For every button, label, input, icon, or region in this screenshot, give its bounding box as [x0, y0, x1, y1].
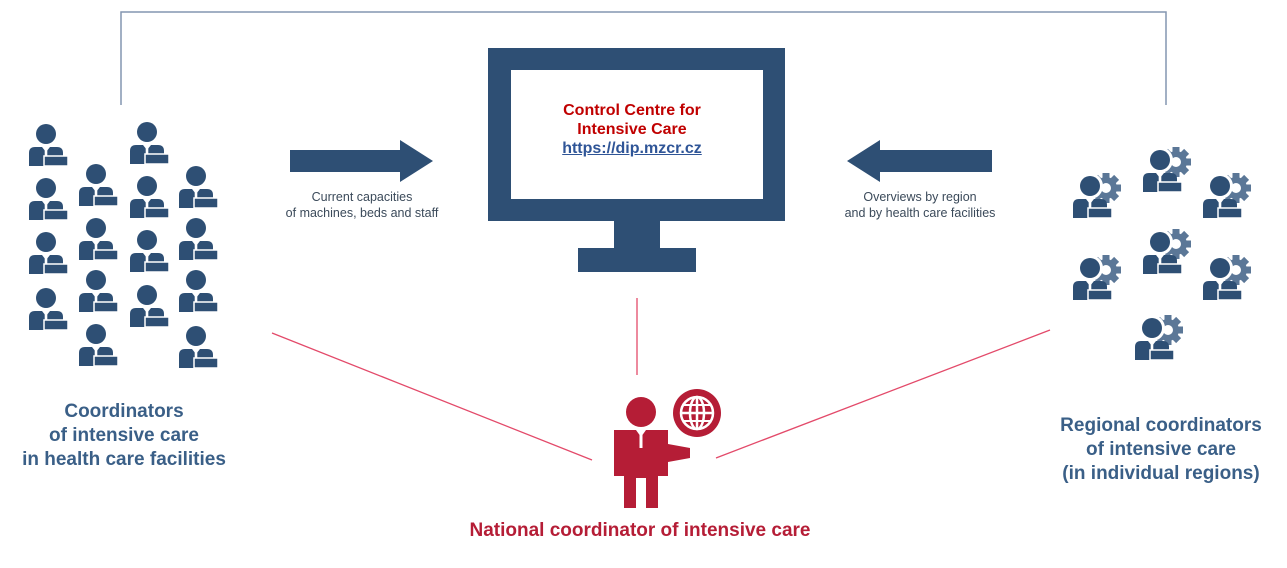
- regional-coordinators-line3: (in individual regions): [1062, 463, 1260, 484]
- person-gear-icon: [1073, 173, 1121, 218]
- person-icon: [129, 229, 170, 273]
- facility-coordinators-label: Coordinators of intensive care in health…: [0, 400, 248, 472]
- person-icon: [129, 175, 170, 219]
- person-icon: [178, 217, 219, 261]
- regional-coordinators-icons: [1073, 147, 1251, 360]
- control-centre-title-line2: Intensive Care: [577, 121, 687, 138]
- regional-coordinators-label: Regional coordinators of intensive care …: [1040, 414, 1282, 486]
- person-icon: [178, 325, 219, 369]
- connector-left-national: [271, 332, 593, 461]
- person-icon: [78, 217, 119, 261]
- person-icon: [78, 323, 119, 367]
- control-centre-title-line1: Control Centre for: [563, 102, 701, 119]
- globe-icon: [673, 389, 721, 437]
- person-gear-icon: [1203, 173, 1251, 218]
- monitor-screen-text: Control Centre for Intensive Care https:…: [512, 101, 752, 158]
- left-arrow-label: Current capacities of machines, beds and…: [262, 189, 462, 221]
- person-icon: [78, 163, 119, 207]
- person-icon: [129, 121, 170, 165]
- national-coordinator-label: National coordinator of intensive care: [469, 520, 811, 541]
- person-gear-icon: [1143, 229, 1191, 274]
- left-arrow-label-line2: of machines, beds and staff: [285, 206, 439, 220]
- top-connector-line: [120, 11, 1167, 105]
- facility-coordinators-line3: in health care facilities: [22, 449, 226, 470]
- person-icon: [78, 269, 119, 313]
- person-gear-icon: [1073, 255, 1121, 300]
- person-icon: [28, 231, 69, 275]
- connector-right-national: [715, 329, 1051, 459]
- facility-coordinators-line2: of intensive care: [49, 425, 199, 446]
- person-icon: [129, 284, 170, 328]
- person-icon: [28, 177, 69, 221]
- person-gear-icon: [1143, 147, 1191, 192]
- control-centre-url-link[interactable]: https://dip.mzcr.cz: [562, 140, 702, 157]
- person-globe-icon: [614, 389, 721, 508]
- arrow-left-icon: [847, 140, 992, 182]
- facility-coordinators-line1: Coordinators: [64, 401, 184, 422]
- right-arrow-label: Overviews by region and by health care f…: [820, 189, 1020, 221]
- person-gear-icon: [1203, 255, 1251, 300]
- person-icon: [178, 269, 219, 313]
- person-icon: [178, 165, 219, 209]
- right-arrow-label-line2: and by health care facilities: [844, 206, 996, 220]
- regional-coordinators-line2: of intensive care: [1086, 439, 1236, 460]
- monitor-icon: [488, 48, 785, 272]
- arrow-right-icon: [290, 140, 433, 182]
- person-gear-icon: [1135, 315, 1183, 360]
- person-icon: [28, 287, 69, 331]
- facility-coordinators-icons: [28, 121, 219, 369]
- right-arrow-label-line1: Overviews by region: [863, 190, 977, 204]
- person-icon: [28, 123, 69, 167]
- left-arrow-label-line1: Current capacities: [311, 190, 413, 204]
- regional-coordinators-line1: Regional coordinators: [1060, 415, 1262, 436]
